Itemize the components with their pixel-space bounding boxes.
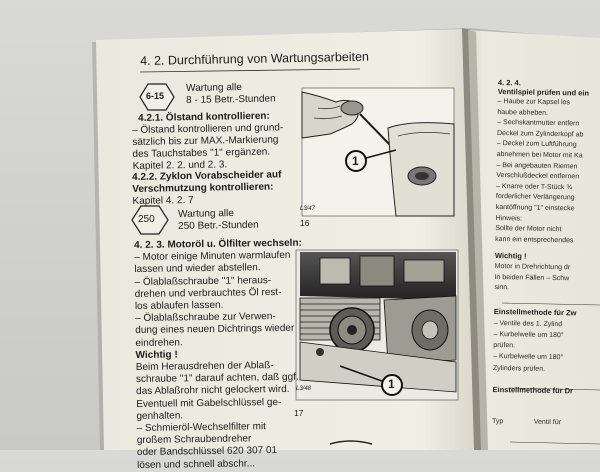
figure-17-number: 17 [294, 408, 304, 418]
wichtig-line: lösen und schnell abschr... [137, 457, 256, 471]
figure-16-code: L3/47 [300, 206, 316, 212]
book-photo [92, 28, 600, 450]
sub-423-line: dung eines neuen Dichtrings wieder [135, 323, 295, 337]
badge-2-line1: Wartung alle [178, 208, 234, 220]
table-header: Typ Ventil für [492, 410, 594, 430]
badge-1-line2: 8 - 15 Betr.-Stunden [186, 93, 276, 106]
table-col-ventil: Ventil für [533, 418, 562, 426]
einstell-line: Zylinders prüfen. [492, 364, 546, 373]
service-interval-badge-icon [139, 83, 175, 111]
hinweis-line: kann ein entsprechendes [495, 235, 574, 245]
badge-1-line1: Wartung alle [186, 82, 242, 94]
table-col-typ: Typ [491, 417, 504, 425]
right-page [466, 30, 600, 450]
figure-16-number: 16 [300, 218, 310, 228]
sub-423-block: 4. 2. 3. Motoröl u. Ölfilter wechseln: –… [134, 238, 305, 472]
figure-17-engine-illustration [295, 249, 459, 401]
right-wichtig-line: sinn. [494, 284, 510, 292]
figure-16-dipstick-illustration [301, 87, 455, 217]
figure-17-callout: 1 [388, 377, 395, 391]
sub-422-block: 4.2.2. Zyklon Vorabscheider auf Verschmu… [132, 169, 282, 208]
sub-421-body: – Ölstand kontrollieren und grund- sätzl… [132, 122, 284, 173]
figure-17-code: L3/48 [296, 386, 312, 392]
wichtig-line: Eventuell mit Gabelschlüssel ge- [136, 396, 282, 410]
right-page-text: 4. 2. 4. Ventilspiel prüfen und ein – Ha… [492, 78, 600, 429]
badge-250-label: 250 [138, 214, 155, 225]
badge-2-line2: 250 Betr.-Stunden [178, 219, 259, 232]
badge-6-15-label: 6-15 [146, 91, 165, 101]
einstell-heading-2: Einstellmethode für Dr [492, 384, 574, 396]
service-250-badge-icon [131, 205, 169, 235]
figure-16-callout: 1 [352, 154, 359, 168]
sub-423-line: drehen und verbrauchtes Öl rest- [134, 286, 282, 300]
right-wichtig-line: In beiden Fällen – Schw [494, 273, 570, 282]
